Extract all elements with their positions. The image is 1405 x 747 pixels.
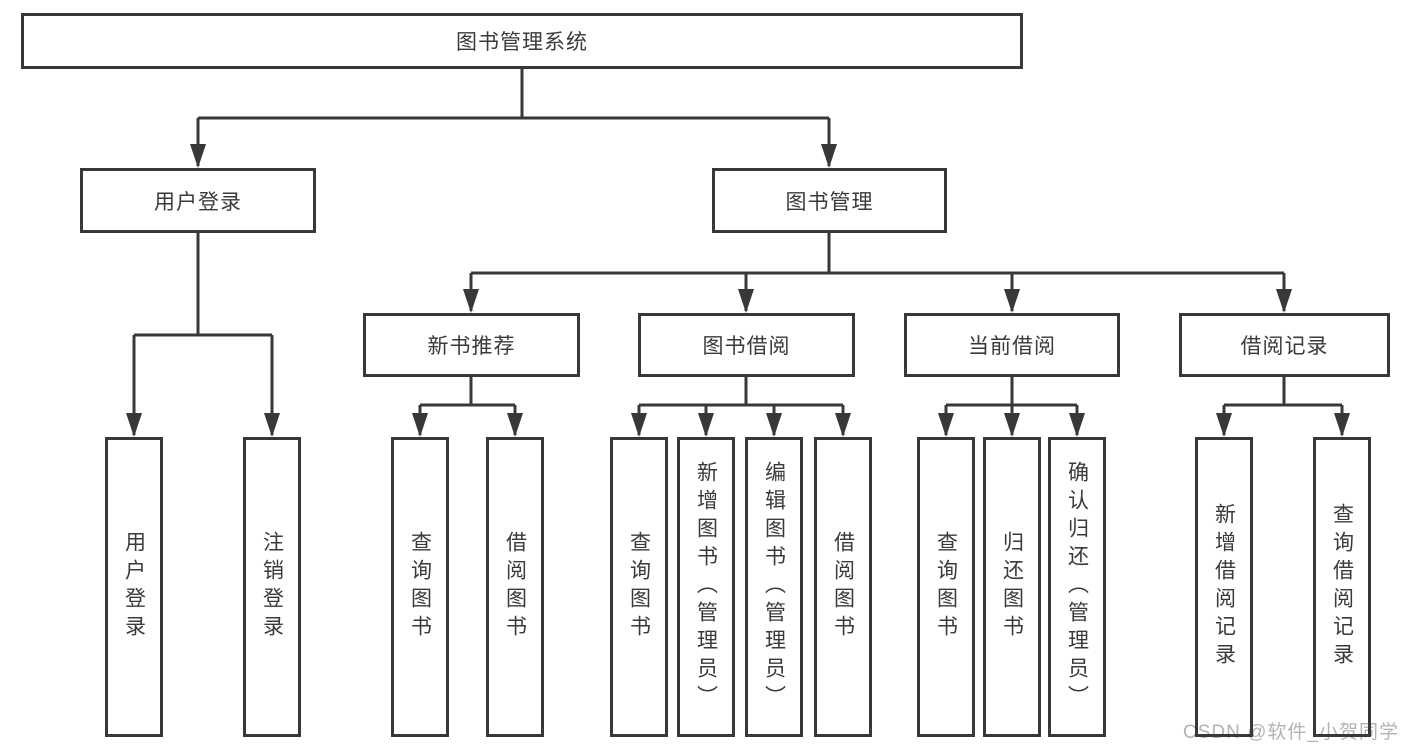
node-new-book-recommendation-label: 新书推荐 — [427, 335, 516, 358]
node-root-label: 图书管理系统 — [456, 31, 588, 54]
leaf-records-add-borrow-record: 新增借阅记录 — [1195, 437, 1253, 737]
leaf-current-return-books: 归还图书 — [983, 437, 1041, 737]
leaf-borrowing-edit-books-admin-label: 编辑图书（管理员） — [762, 461, 786, 713]
leaf-current-confirm-return-admin-label: 确认归还（管理员） — [1065, 461, 1089, 713]
leaf-user-login-label: 用户登录 — [122, 531, 146, 643]
leaf-recommend-borrow-books: 借阅图书 — [486, 437, 544, 737]
leaf-borrowing-borrow-books-label: 借阅图书 — [831, 531, 855, 643]
leaf-current-confirm-return-admin: 确认归还（管理员） — [1048, 437, 1106, 737]
leaf-borrowing-add-books-admin-label: 新增图书（管理员） — [694, 461, 718, 713]
leaf-recommend-query-books-label: 查询图书 — [408, 531, 432, 643]
leaf-logout-label: 注销登录 — [260, 531, 284, 643]
leaf-records-add-borrow-record-label: 新增借阅记录 — [1212, 503, 1236, 671]
node-book-management-label: 图书管理 — [785, 190, 874, 214]
node-new-book-recommendation: 新书推荐 — [363, 313, 580, 377]
node-book-borrowing: 图书借阅 — [638, 313, 855, 377]
leaf-user-login: 用户登录 — [105, 437, 163, 737]
leaf-borrowing-add-books-admin: 新增图书（管理员） — [677, 437, 735, 737]
leaf-records-query-borrow-record: 查询借阅记录 — [1313, 437, 1371, 737]
leaf-logout: 注销登录 — [243, 437, 301, 737]
csdn-watermark: CSDN @软件_小贺同学 — [1183, 722, 1399, 743]
node-book-borrowing-label: 图书借阅 — [702, 335, 791, 358]
leaf-borrowing-borrow-books: 借阅图书 — [814, 437, 872, 737]
node-root: 图书管理系统 — [21, 13, 1023, 69]
node-current-borrowing: 当前借阅 — [904, 313, 1120, 377]
node-borrowing-records-label: 借阅记录 — [1240, 335, 1329, 358]
leaf-borrowing-edit-books-admin: 编辑图书（管理员） — [745, 437, 803, 737]
leaf-recommend-query-books: 查询图书 — [391, 437, 449, 737]
leaf-recommend-borrow-books-label: 借阅图书 — [503, 531, 527, 643]
leaf-borrowing-query-books-label: 查询图书 — [627, 531, 651, 643]
leaf-current-return-books-label: 归还图书 — [1000, 531, 1024, 643]
arrowheads — [126, 144, 1350, 437]
leaf-records-query-borrow-record-label: 查询借阅记录 — [1330, 503, 1354, 671]
node-user-login: 用户登录 — [80, 168, 316, 233]
node-current-borrowing-label: 当前借阅 — [968, 335, 1056, 358]
node-book-management: 图书管理 — [712, 168, 947, 233]
leaf-borrowing-query-books: 查询图书 — [610, 437, 668, 737]
leaf-current-query-books: 查询图书 — [917, 437, 975, 737]
leaf-current-query-books-label: 查询图书 — [934, 531, 958, 643]
node-borrowing-records: 借阅记录 — [1179, 313, 1390, 377]
node-user-login-label: 用户登录 — [154, 190, 242, 214]
